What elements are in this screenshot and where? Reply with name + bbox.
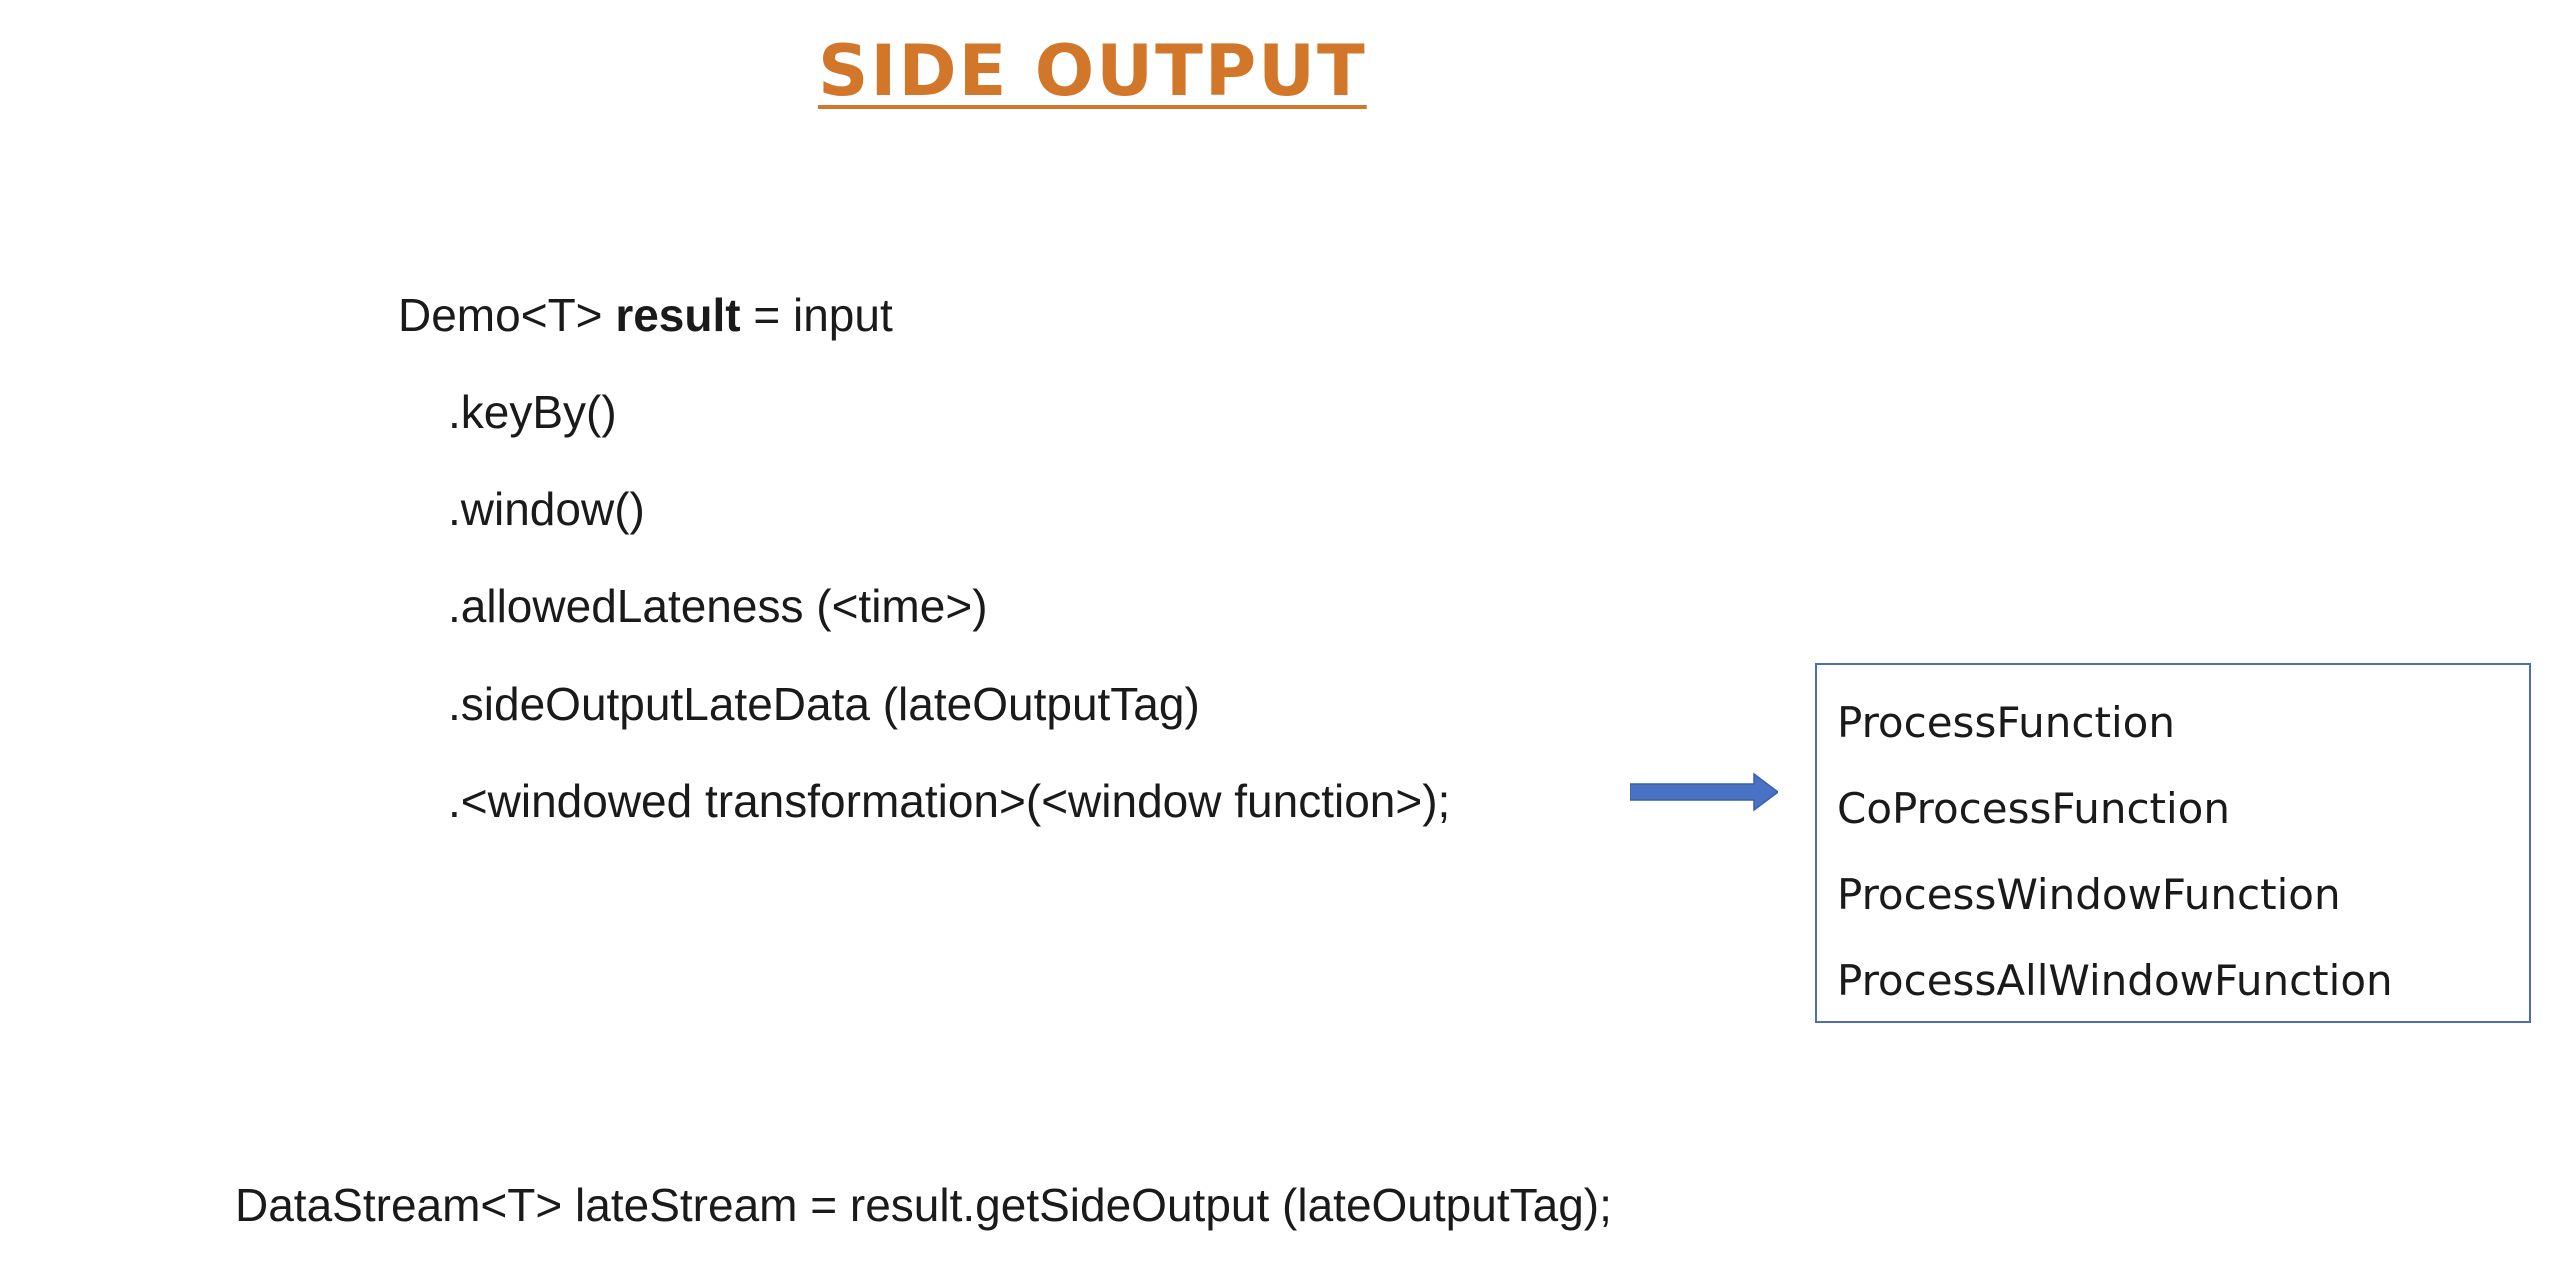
code-line-declaration: Demo<T> result = input <box>398 287 893 343</box>
code-line-allowed-lateness: .allowedLateness (<time>) <box>448 580 988 632</box>
declaration-prefix: Demo<T> <box>398 289 616 341</box>
function-item: ProcessFunction <box>1837 698 2175 747</box>
code-line-side-output-late-data: .sideOutputLateData (lateOutputTag) <box>448 678 1200 730</box>
code-line-windowed-transformation: .<windowed transformation>(<window funct… <box>448 775 1451 827</box>
code-line-window: .window() <box>448 483 645 535</box>
right-arrow-icon <box>1630 772 1778 812</box>
function-item: CoProcessFunction <box>1837 784 2230 833</box>
code-line-late-stream: DataStream<T> lateStream = result.getSid… <box>235 1179 1612 1231</box>
declaration-suffix: = input <box>740 289 893 341</box>
process-function-box: ProcessFunction CoProcessFunction Proces… <box>1815 663 2531 1023</box>
code-line-keyby: .keyBy() <box>448 386 617 438</box>
function-item: ProcessWindowFunction <box>1837 870 2341 919</box>
slide-title: SIDE OUTPUT <box>818 30 1367 112</box>
function-item: ProcessAllWindowFunction <box>1837 956 2393 1005</box>
declaration-variable: result <box>615 289 741 341</box>
